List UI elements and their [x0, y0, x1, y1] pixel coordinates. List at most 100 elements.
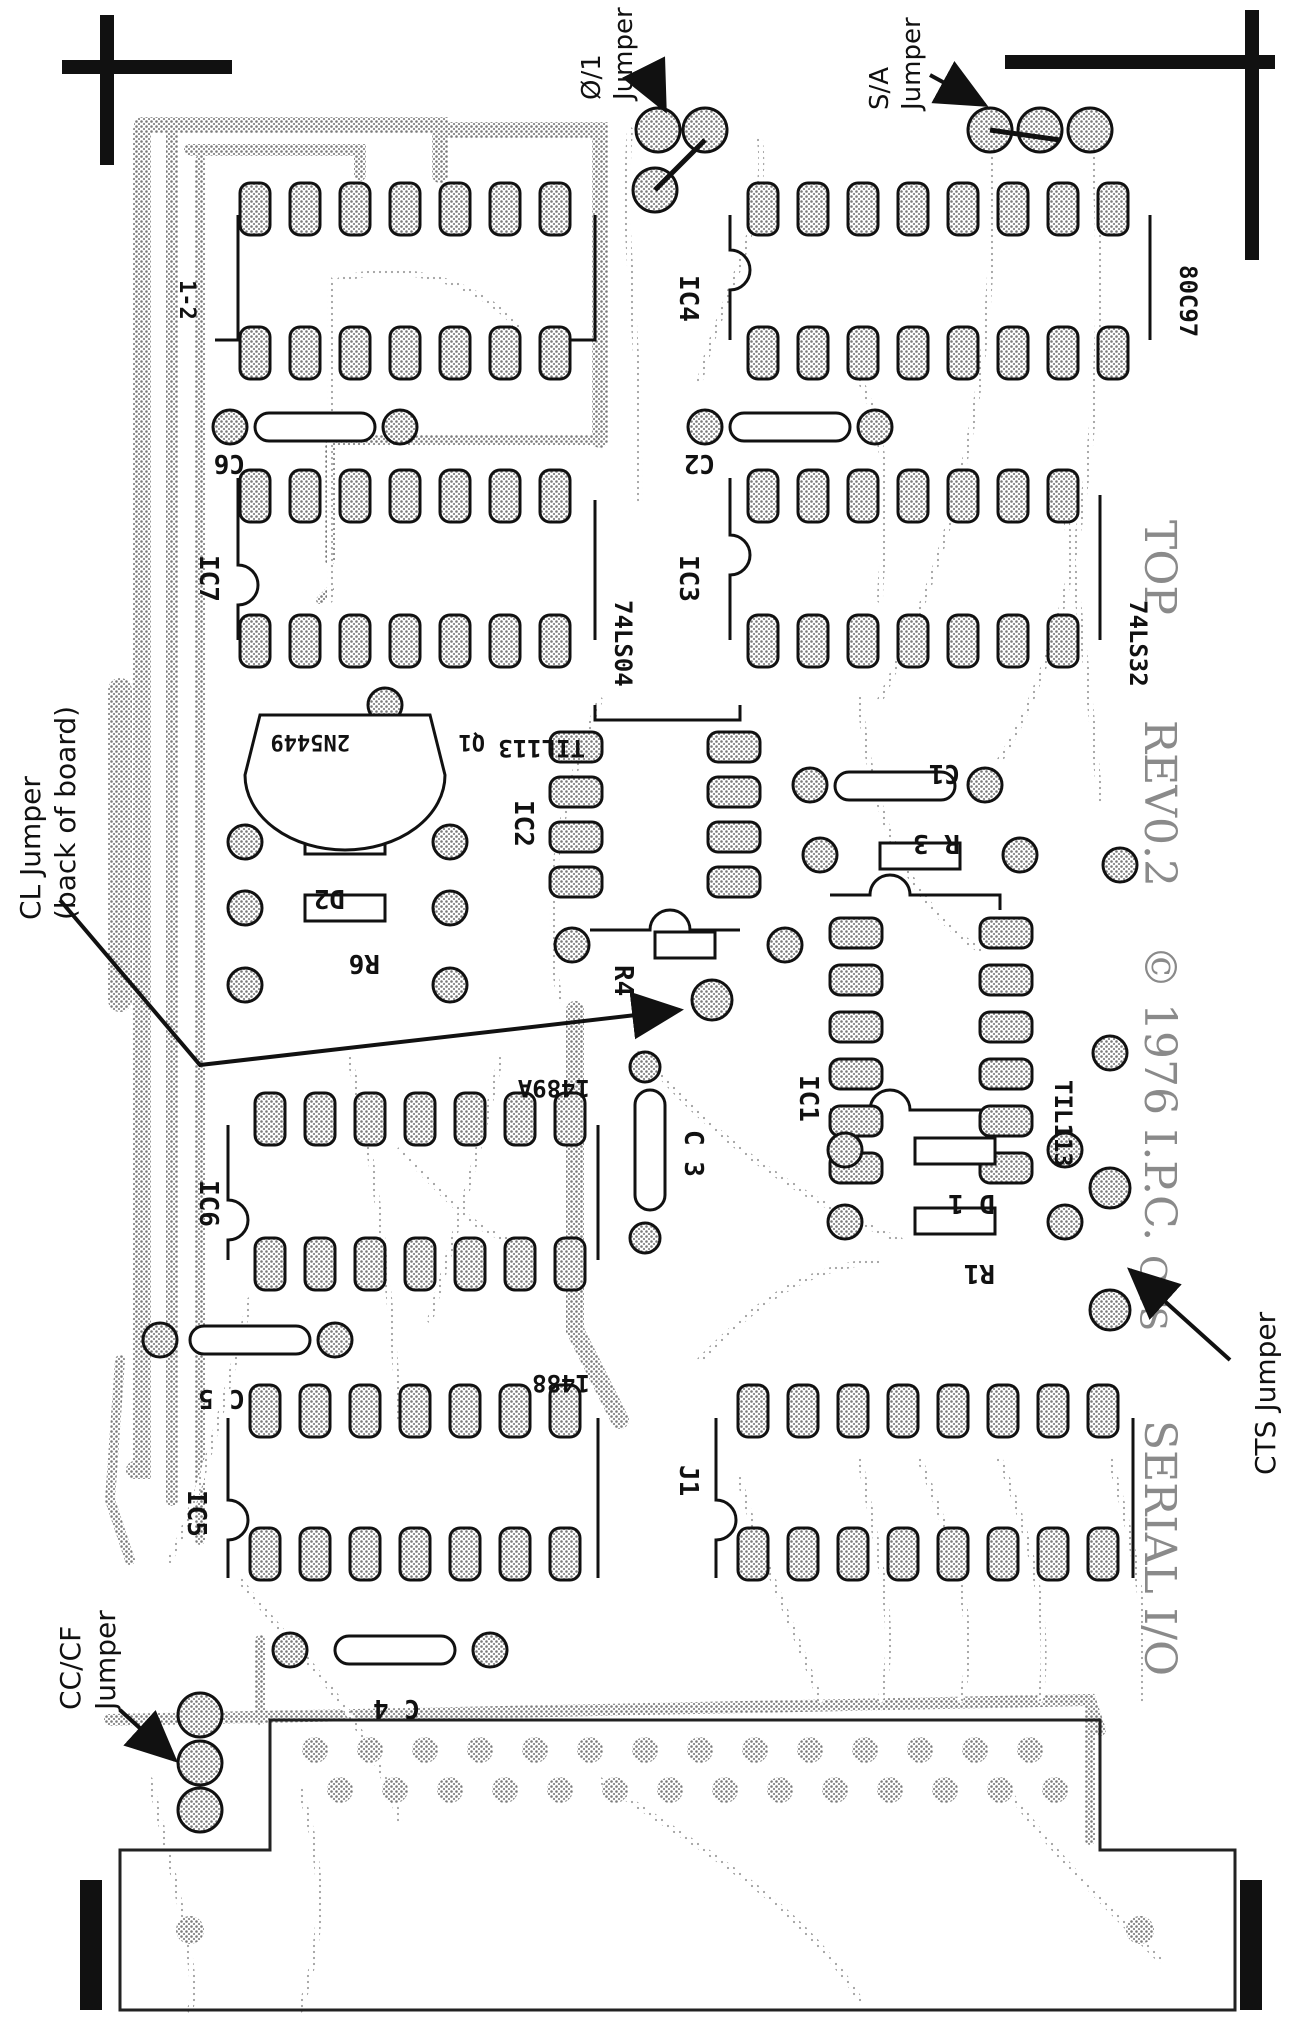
round-pad — [431, 889, 469, 927]
round-pad — [628, 1050, 662, 1084]
annotations: CL Jumper (back of board) CC/CF Jumper Ø… — [14, 7, 1282, 1763]
label-ic7: IC7 — [193, 555, 223, 602]
round-pad — [1091, 1034, 1129, 1072]
ic-pin — [1046, 325, 1080, 381]
round-pad — [431, 966, 469, 1004]
ic-pin — [736, 1383, 770, 1439]
label-c2: C2 — [684, 448, 715, 478]
ic-pin — [553, 1236, 587, 1292]
edge-pad — [687, 1737, 713, 1763]
ic-pin — [538, 468, 572, 524]
round-pad — [271, 1631, 309, 1669]
registration-marks — [62, 10, 1275, 2010]
jumper-wires — [653, 127, 1061, 192]
ic-pin — [438, 468, 472, 524]
ic-pin — [1036, 1526, 1070, 1582]
round-pad — [628, 1221, 662, 1255]
ic-pin — [498, 1383, 532, 1439]
ic-pin — [1046, 613, 1080, 669]
ic-pin — [706, 820, 762, 854]
ic-pin — [896, 325, 930, 381]
ic-pin — [248, 1526, 282, 1582]
ic-pin — [896, 468, 930, 524]
ic-pin — [1086, 1526, 1120, 1582]
round-pad — [1046, 1131, 1084, 1169]
ic-pin — [796, 325, 830, 381]
ic-pin — [538, 181, 572, 237]
edge-pad — [412, 1737, 438, 1763]
ic-pin — [503, 1091, 537, 1147]
ic-pin — [488, 468, 522, 524]
ic-pin — [746, 468, 780, 524]
sa-jumper-label-2: Jumper — [897, 17, 927, 112]
round-pad — [686, 408, 724, 446]
ic-pin — [488, 325, 522, 381]
ic-pin — [253, 1236, 287, 1292]
edge-connector — [118, 1718, 1237, 2012]
label-ic3: IC3 — [673, 555, 703, 602]
label-q1: Q1 — [459, 729, 486, 754]
label-r6: R6 — [349, 948, 380, 978]
round-pad — [226, 823, 264, 861]
part-2n5449: 2N5449 — [271, 729, 350, 754]
label-ic5: IC5 — [181, 1490, 211, 1537]
round-pad — [826, 1203, 864, 1241]
ic-pin — [548, 1383, 582, 1439]
ic-pin — [403, 1236, 437, 1292]
cc-cf-label-2: Jumper — [89, 1610, 122, 1712]
ic-pin — [548, 865, 604, 899]
ic-pins — [238, 181, 1130, 1582]
board-top-label: TOP — [1134, 520, 1185, 615]
round-pad — [553, 926, 591, 964]
ic-pin — [438, 613, 472, 669]
round-pad — [791, 766, 829, 804]
edge-pad — [797, 1737, 823, 1763]
edge-pad — [437, 1777, 463, 1803]
ic-pin — [1036, 1383, 1070, 1439]
label-ic2: IC2 — [508, 800, 538, 847]
ic-pin — [403, 1091, 437, 1147]
cc-cf-label-1: CC/CF — [54, 1626, 87, 1710]
edge-pad — [547, 1777, 573, 1803]
edge-pad — [602, 1777, 628, 1803]
round-pad — [316, 1321, 354, 1359]
label-c1: C1 — [929, 758, 960, 788]
ic-pin — [946, 325, 980, 381]
cl-jumper-label-1: CL Jumper — [14, 776, 47, 920]
ic-pin — [936, 1383, 970, 1439]
ic-pin — [978, 916, 1034, 950]
edge-pad — [907, 1737, 933, 1763]
ic-pin — [238, 613, 272, 669]
round-pad — [1088, 1166, 1132, 1210]
ic-pin — [886, 1526, 920, 1582]
ic-pin — [846, 181, 880, 237]
ic-pin — [438, 325, 472, 381]
edge-pad — [767, 1777, 793, 1803]
round-pad — [176, 1691, 224, 1739]
ic-pin — [786, 1383, 820, 1439]
round-pad — [431, 823, 469, 861]
ic-pin — [238, 181, 272, 237]
ic-pin — [978, 1104, 1034, 1138]
ic-pin — [488, 181, 522, 237]
edge-pad — [577, 1737, 603, 1763]
ic-pin — [746, 325, 780, 381]
ic-pin — [238, 325, 272, 381]
label-c6: C6 — [214, 448, 245, 478]
ic-pin — [398, 1526, 432, 1582]
ic-pin — [746, 613, 780, 669]
round-pad — [856, 408, 894, 446]
ic-pin — [706, 865, 762, 899]
cl-jumper-label-2: (back of board) — [49, 706, 82, 920]
ic-pin — [846, 613, 880, 669]
ic-pin — [338, 181, 372, 237]
label-r4: R4 — [608, 965, 638, 996]
edge-pad — [962, 1737, 988, 1763]
round-pad — [381, 408, 419, 446]
edge-pad — [932, 1777, 958, 1803]
ic-pin — [238, 468, 272, 524]
ic-pin — [303, 1236, 337, 1292]
ic-pin — [353, 1236, 387, 1292]
ic-pin — [453, 1236, 487, 1292]
ic-pin — [978, 963, 1034, 997]
